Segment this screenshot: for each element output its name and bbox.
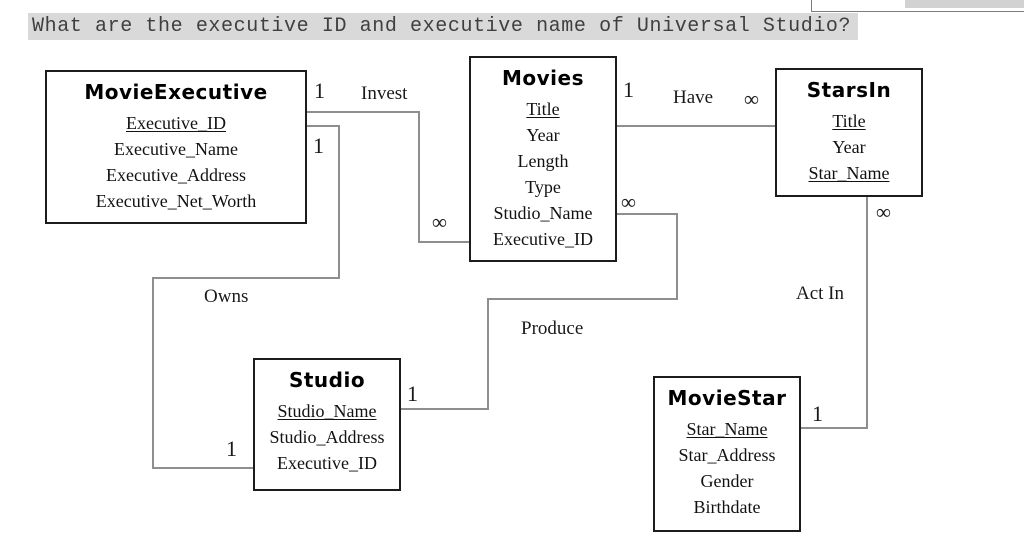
attribute-star-name: Star_Name xyxy=(686,419,768,439)
produce-connector-segment-2 xyxy=(676,213,678,300)
owns-relationship-label: Owns xyxy=(204,286,249,307)
produce-connector-segment-4 xyxy=(487,298,489,410)
attribute-executive-id: Executive_ID xyxy=(126,113,226,133)
have-cardinality-one: 1 xyxy=(623,77,634,102)
attribute-star-address: Star_Address xyxy=(678,445,776,465)
attribute-studio-address: Studio_Address xyxy=(269,427,385,447)
entity-studio: Studio Studio_Name Studio_Address Execut… xyxy=(253,358,401,491)
entity-title: Movies xyxy=(501,66,584,90)
act-in-cardinality-one: 1 xyxy=(812,401,823,426)
attribute-executive-address: Executive_Address xyxy=(106,165,246,185)
entity-title: MovieExecutive xyxy=(84,80,268,104)
act-in-relationship-label: Act In xyxy=(796,283,845,304)
act-in-connector-segment-2 xyxy=(801,427,868,429)
have-cardinality-many: ∞ xyxy=(744,87,759,111)
question-highlight: What are the executive ID and executive … xyxy=(28,13,858,40)
attribute-title: Title xyxy=(526,99,560,119)
entity-title: Studio xyxy=(288,368,366,392)
produce-cardinality-many: ∞ xyxy=(621,190,636,214)
have-connector-segment-1 xyxy=(617,125,775,127)
question-text: What are the executive ID and executive … xyxy=(32,15,852,38)
invest-cardinality-many: ∞ xyxy=(432,210,447,234)
owns-connector-segment-1 xyxy=(307,125,340,127)
produce-connector-segment-1 xyxy=(617,213,678,215)
owns-connector-segment-3 xyxy=(152,277,340,279)
act-in-connector-segment-1 xyxy=(866,196,868,429)
invest-connector-segment-3 xyxy=(418,241,469,243)
attribute-star-name: Star_Name xyxy=(808,163,890,183)
attribute-title: Title xyxy=(832,111,866,131)
produce-connector-segment-3 xyxy=(487,298,678,300)
act-in-cardinality-many: ∞ xyxy=(876,200,891,224)
owns-cardinality-one-top: 1 xyxy=(313,133,324,158)
produce-connector-segment-5 xyxy=(399,408,489,410)
produce-cardinality-one: 1 xyxy=(407,381,418,406)
attribute-studio-name: Studio_Name xyxy=(277,401,377,421)
invest-relationship-label: Invest xyxy=(361,83,408,104)
attribute-birthdate: Birthdate xyxy=(693,497,761,517)
attribute-year: Year xyxy=(832,137,866,157)
attribute-studio-name: Studio_Name xyxy=(493,203,593,223)
owns-connector-segment-2 xyxy=(338,125,340,279)
invest-cardinality-one: 1 xyxy=(314,78,325,103)
produce-relationship-label: Produce xyxy=(521,318,584,339)
attribute-executive-name: Executive_Name xyxy=(114,139,238,159)
invest-connector-segment-1 xyxy=(307,111,420,113)
entity-title: StarsIn xyxy=(806,78,892,102)
owns-connector-segment-4 xyxy=(152,277,154,469)
attribute-executive-id: Executive_ID xyxy=(493,229,593,249)
truncated-panel-corner xyxy=(811,0,1024,12)
attribute-executive-id: Executive_ID xyxy=(277,453,377,473)
entity-movie-executive: MovieExecutive Executive_ID Executive_Na… xyxy=(45,70,307,224)
attribute-type: Type xyxy=(525,177,561,197)
invest-connector-segment-2 xyxy=(418,111,420,243)
have-relationship-label: Have xyxy=(673,87,714,108)
entity-movies: Movies Title Year Length Type Studio_Nam… xyxy=(469,56,617,262)
attribute-executive-net-worth: Executive_Net_Worth xyxy=(95,191,257,211)
attribute-year: Year xyxy=(526,125,560,145)
owns-cardinality-one-bottom: 1 xyxy=(226,436,237,461)
entity-stars-in: StarsIn Title Year Star_Name xyxy=(775,68,923,197)
attribute-gender: Gender xyxy=(700,471,754,491)
owns-connector-segment-5 xyxy=(152,467,253,469)
entity-movie-star: MovieStar Star_Name Star_Address Gender … xyxy=(653,376,801,532)
entity-title: MovieStar xyxy=(667,386,787,410)
truncated-panel-toolbar-strip xyxy=(905,0,1024,8)
attribute-length: Length xyxy=(517,151,569,171)
